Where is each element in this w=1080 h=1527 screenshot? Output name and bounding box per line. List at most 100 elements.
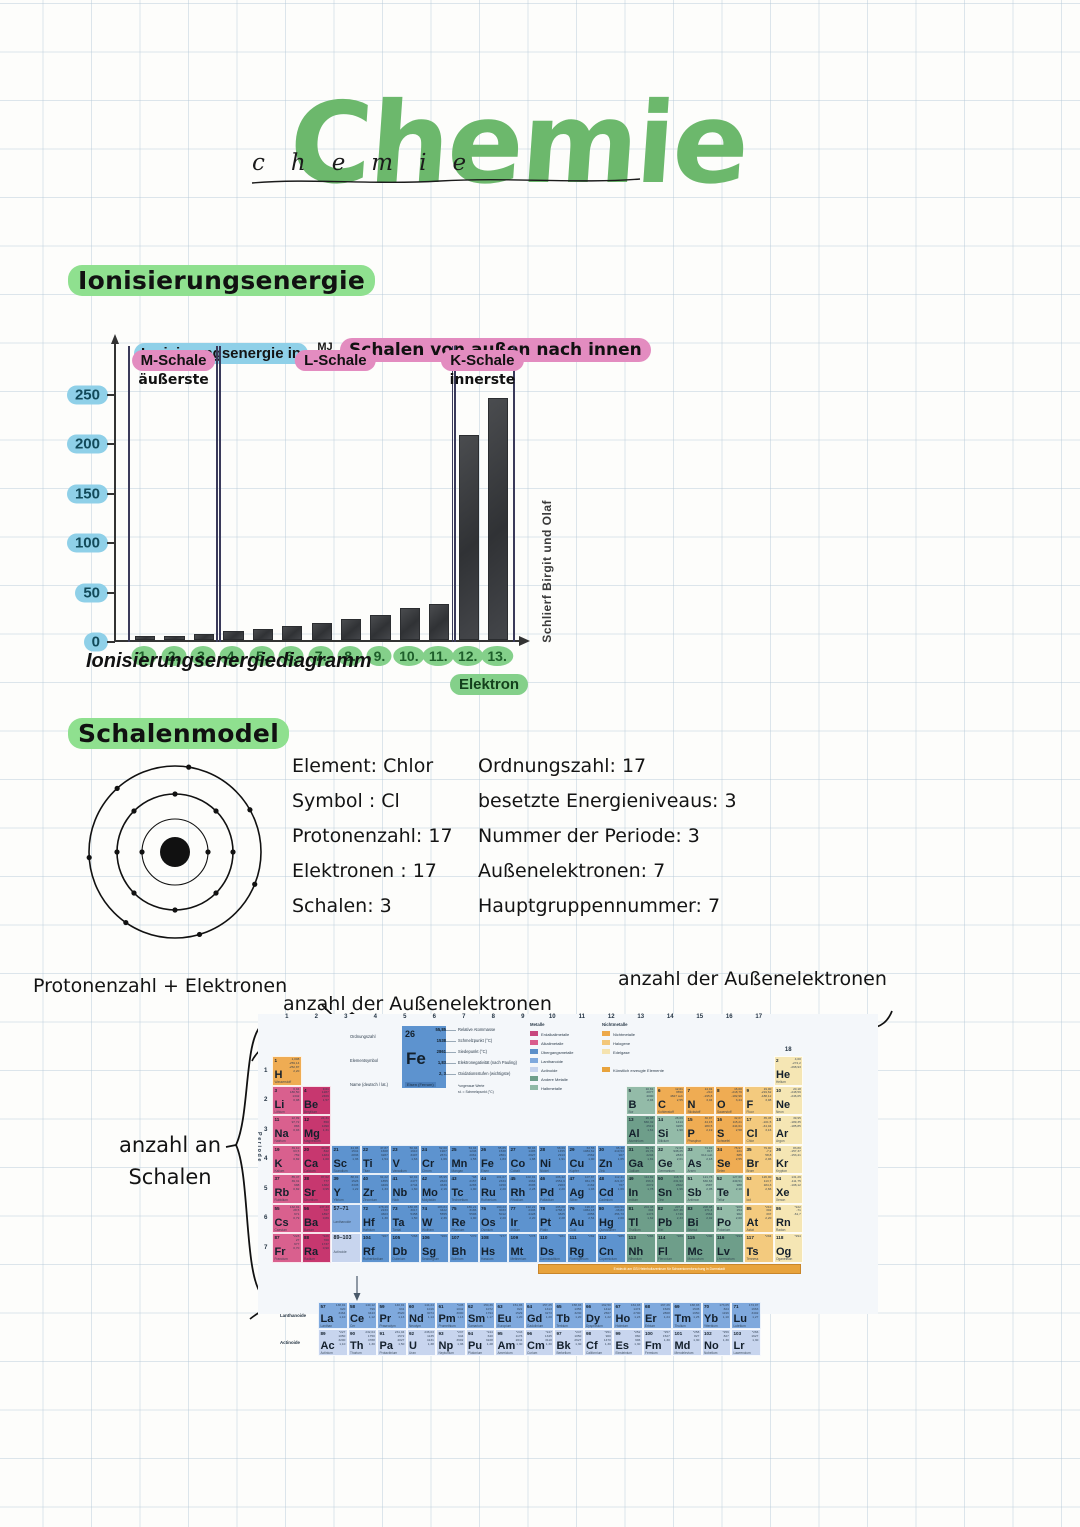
pse-element-rn[interactable]: 86*222-71-61,7RnRadon (773, 1203, 803, 1233)
pse-element-pa[interactable]: 91231,04157240271,50PaProtactinium (377, 1329, 407, 1356)
pse-element-ra[interactable]: 88*22670017370,90RaRadium (301, 1233, 331, 1263)
pse-element-al[interactable]: 1326,98660,3225191,61AlAluminium (626, 1115, 656, 1145)
pse-element-at[interactable]: 85*2103023372,20AtAstat (744, 1203, 774, 1233)
pse-element-yb[interactable]: 70173,0582411961,10YbYtterbium (701, 1302, 731, 1329)
pse-element-ce[interactable]: 58140,1279934431,12CeCer (347, 1302, 377, 1329)
pse-element-cd[interactable]: 48112,41321,077671,69CdCadmium (596, 1174, 626, 1204)
pse-element-sm[interactable]: 62150,36107217941,17SmSamarium (465, 1302, 495, 1329)
pse-element-mo[interactable]: 4295,95262346392,16MoMolybdän (419, 1174, 449, 1204)
pse-element-bh[interactable]: 107*270BhBohrium (449, 1233, 479, 1263)
pse-element-xe[interactable]: 54131,29-111,75-108,12XeXenon (773, 1174, 803, 1204)
pse-element-pr[interactable]: 59140,9193135201,13PrPraseodym (377, 1302, 407, 1329)
pse-element-li[interactable]: 36,94180,5013420,98LiLithium (272, 1085, 302, 1115)
pse-element-sc[interactable]: 2144,96154128361,36ScScandium (331, 1144, 361, 1174)
pse-element-ts[interactable]: 117*294TsTenness (744, 1233, 774, 1263)
pse-element-pd[interactable]: 46106,421554,929632,20PdPalladium (537, 1174, 567, 1204)
pse-element-ar[interactable]: 1839,95-189,35-185,85ArArgon (773, 1115, 803, 1145)
pse-element-na[interactable]: 1122,9997,728830,93NaNatrium (272, 1115, 302, 1145)
pse-element-kr[interactable]: 3683,80-157,37-153,41KrKrypton (773, 1144, 803, 1174)
pse-element-si[interactable]: 1428,09141432651,90SiSilicium (655, 1115, 685, 1145)
pse-element-hf[interactable]: 72178,49223346031,30HfHafnium (360, 1203, 390, 1233)
pse-element-zr[interactable]: 4091,22185544091,33ZrZirconium (360, 1174, 390, 1204)
pse-element-k[interactable]: 1939,1063,57590,82KKalium (272, 1144, 302, 1174)
pse-element-nb[interactable]: 4192,91247747441,60NbNiob (390, 1174, 420, 1204)
pse-element-mc[interactable]: 115*290McMoscovium (685, 1233, 715, 1263)
pse-element-gd[interactable]: 64157,25131332731,20GdGadolinium (524, 1302, 554, 1329)
pse-element-o[interactable]: 816,00-218,79-182,963,44OSauerstoff (714, 1085, 744, 1115)
pse-element-tb[interactable]: 65158,93135632301,20TbTerbium (554, 1302, 584, 1329)
pse-element-in[interactable]: 49114,82156,620721,78InIndium (626, 1174, 656, 1204)
pse-element-nh[interactable]: 113*286NhNihonium (626, 1233, 656, 1263)
pse-element-w[interactable]: 74183,84342255552,36WWolfram (419, 1203, 449, 1233)
pse-element-db[interactable]: 105*268DbDubnium (390, 1233, 420, 1263)
pse-element-u[interactable]: 92238,03113541311,38UUran (406, 1329, 436, 1356)
pse-element-og[interactable]: 118*294OgOganesson (773, 1233, 803, 1263)
pse-element-dy[interactable]: 66162,50141225671,22DyDysprosium (583, 1302, 613, 1329)
pse-element-ba[interactable]: 56137,3372718970,89BaBarium (301, 1203, 331, 1233)
pse-element-zn[interactable]: 3065,38419,539071,65ZnZink (596, 1144, 626, 1174)
pse-element-eu[interactable]: 63151,9682215291,20EuEuropium (495, 1302, 525, 1329)
pse-element-ge[interactable]: 3272,63938,2528332,01GeGermanium (655, 1144, 685, 1174)
pse-element-lv[interactable]: 116*293LvLivermorium (714, 1233, 744, 1263)
pse-element-lr[interactable]: 103*26616271,30LrLawrencium (731, 1329, 761, 1356)
pse-element-mn[interactable]: 2554,94124620611,55MnMangan (449, 1144, 479, 1174)
pse-element-cr[interactable]: 2452,00190726711,66CrChrom (419, 1144, 449, 1174)
pse-element-fm[interactable]: 100*25715271,30FmFermium (642, 1329, 672, 1356)
pse-placeholder-actinoide[interactable]: 89–103Actinoide (331, 1233, 361, 1263)
pse-element-p[interactable]: 1530,9744,15280,52,19PPhosphor (685, 1115, 715, 1145)
pse-element-f[interactable]: 919,00-219,62-188,123,98FFluor (744, 1085, 774, 1115)
pse-element-pb[interactable]: 82207,2327,4617492,33PbBlei (655, 1203, 685, 1233)
pse-element-pm[interactable]: 61*145104230001,13PmPromethium (436, 1302, 466, 1329)
pse-element-md[interactable]: 101*2588271,30MdMendelevium (672, 1329, 702, 1356)
pse-element-tm[interactable]: 69168,93154519501,25TmThulium (672, 1302, 702, 1329)
pse-element-y[interactable]: 3988,91152633451,22YYttrium (331, 1174, 361, 1204)
pse-element-se[interactable]: 3478,972216852,55SeSelen (714, 1144, 744, 1174)
pse-element-ho[interactable]: 67164,93147427001,23HoHolmium (613, 1302, 643, 1329)
pse-element-sn[interactable]: 50118,71231,9326021,96SnZinn (655, 1174, 685, 1204)
pse-element-co[interactable]: 2758,93149529271,88CoCobalt (508, 1144, 538, 1174)
pse-element-cu[interactable]: 2963,551084,6225621,90CuKupfer (567, 1144, 597, 1174)
pse-element-nd[interactable]: 60144,24101630741,14NdNeodym (406, 1302, 436, 1329)
pse-element-rg[interactable]: 111*282RgRoentgenium (567, 1233, 597, 1263)
pse-element-ga[interactable]: 3169,7229,7622041,81GaGallium (626, 1144, 656, 1174)
pse-element-cl[interactable]: 1735,45-101,5-34,043,16ClChlor (744, 1115, 774, 1145)
pse-element-sb[interactable]: 51121,76630,6315872,05SbAntimon (685, 1174, 715, 1204)
pse-element-po[interactable]: 84*2092549622,00PoPolonium (714, 1203, 744, 1233)
pse-element-b[interactable]: 510,81207740002,04BBor (626, 1085, 656, 1115)
pse-element-os[interactable]: 76190,23303350122,20OsOsmium (478, 1203, 508, 1233)
pse-element-la[interactable]: 57138,9192034641,10LaLanthan (318, 1302, 348, 1329)
pse-element-fe[interactable]: 2655,85153828611,83FeEisen (478, 1144, 508, 1174)
pse-element-h[interactable]: 11,008-259,14-252,872,20HWasserstoff (272, 1056, 302, 1086)
pse-element-er[interactable]: 68167,26152928681,24ErErbium (642, 1302, 672, 1329)
pse-element-cf[interactable]: 98*25190014701,30CfCalifornium (583, 1329, 613, 1356)
pse-element-ta[interactable]: 73180,95301754581,50TaTantal (390, 1203, 420, 1233)
pse-element-rf[interactable]: 104*267RfRutherfordium (360, 1233, 390, 1263)
pse-element-ru[interactable]: 44101,07233441502,20RuRuthenium (478, 1174, 508, 1204)
pse-element-sr[interactable]: 3887,6277713820,95SrStrontium (301, 1174, 331, 1204)
pse-element-ni[interactable]: 2858,69145529131,91NiNickel (537, 1144, 567, 1174)
pse-element-fl[interactable]: 114*289FlFlerovium (655, 1233, 685, 1263)
pse-element-ag[interactable]: 47107,87961,7821621,93AgSilber (567, 1174, 597, 1204)
pse-element-tl[interactable]: 81204,3830414731,62TlThallium (626, 1203, 656, 1233)
pse-element-lu[interactable]: 71174,97166334021,27LuLutetium (731, 1302, 761, 1329)
pse-element-cm[interactable]: 96*247134531101,30CmCurium (524, 1329, 554, 1356)
pse-element-es[interactable]: 99*2528609961,30EsEinsteinium (613, 1329, 643, 1356)
pse-element-cn[interactable]: 112*285CnCopernicium (596, 1233, 626, 1263)
pse-element-bi[interactable]: 83208,98271,415642,02BiBismut (685, 1203, 715, 1233)
pse-element-he[interactable]: 24,00-272,2-268,93HeHelium (773, 1056, 803, 1086)
pse-element-ds[interactable]: 110*281DsDarmstadtium (537, 1233, 567, 1263)
pse-element-rb[interactable]: 3785,4739,316880,82RbRubidium (272, 1174, 302, 1204)
pse-element-mt[interactable]: 109*278MtMeitnerium (508, 1233, 538, 1263)
pse-placeholder-lanthanoide[interactable]: 57–71Lanthanoide (331, 1203, 361, 1233)
pse-element-rh[interactable]: 45102,91196436952,28RhRhodium (508, 1174, 538, 1204)
pse-element-cs[interactable]: 55132,9128,56710,79CsCaesium (272, 1203, 302, 1233)
pse-element-n[interactable]: 714,01-210-195,83,04NStickstoff (685, 1085, 715, 1115)
pse-element-s[interactable]: 1632,07115,21444,612,58SSchwefel (714, 1115, 744, 1145)
pse-element-np[interactable]: 93*23764439021,36NpNeptunium (436, 1329, 466, 1356)
pse-element-hs[interactable]: 108*277HsHassium (478, 1233, 508, 1263)
pse-element-i[interactable]: 53126,90113,7184,32,66IIod (744, 1174, 774, 1204)
pse-element-ti[interactable]: 2247,87166832871,54TiTitan (360, 1144, 390, 1174)
pse-element-sg[interactable]: 106*269SgSeaborgium (419, 1233, 449, 1263)
pse-element-pt[interactable]: 78195,081768,338252,28PtPlatin (537, 1203, 567, 1233)
pse-element-br[interactable]: 3579,90-7,258,82,96BrBrom (744, 1144, 774, 1174)
